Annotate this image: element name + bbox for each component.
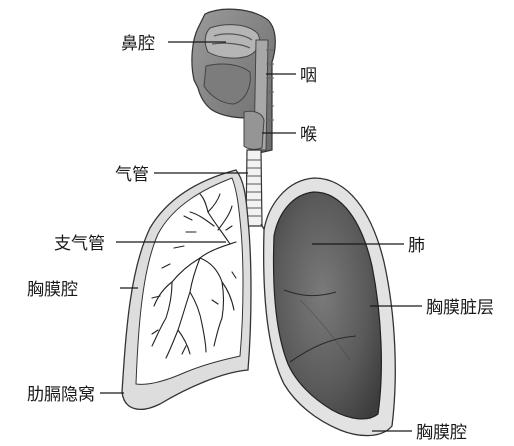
- label-lung: 肺: [408, 236, 425, 256]
- label-costodiaphragmatic-recess: 肋膈隐窝: [27, 385, 95, 405]
- label-visceral-pleura: 胸膜脏层: [426, 298, 494, 318]
- label-trachea: 气管: [115, 165, 149, 185]
- left-pleural-cavity: [122, 170, 251, 409]
- right-lung: [264, 178, 396, 436]
- label-pharynx: 咽: [300, 66, 317, 86]
- label-nasal-cavity: 鼻腔: [121, 34, 155, 54]
- label-larynx: 喉: [300, 125, 317, 145]
- label-pleural-cavity-left: 胸膜腔: [27, 280, 78, 300]
- label-bronchus: 支气管: [54, 234, 105, 254]
- label-pleural-cavity-bottom: 胸膜腔: [416, 423, 467, 443]
